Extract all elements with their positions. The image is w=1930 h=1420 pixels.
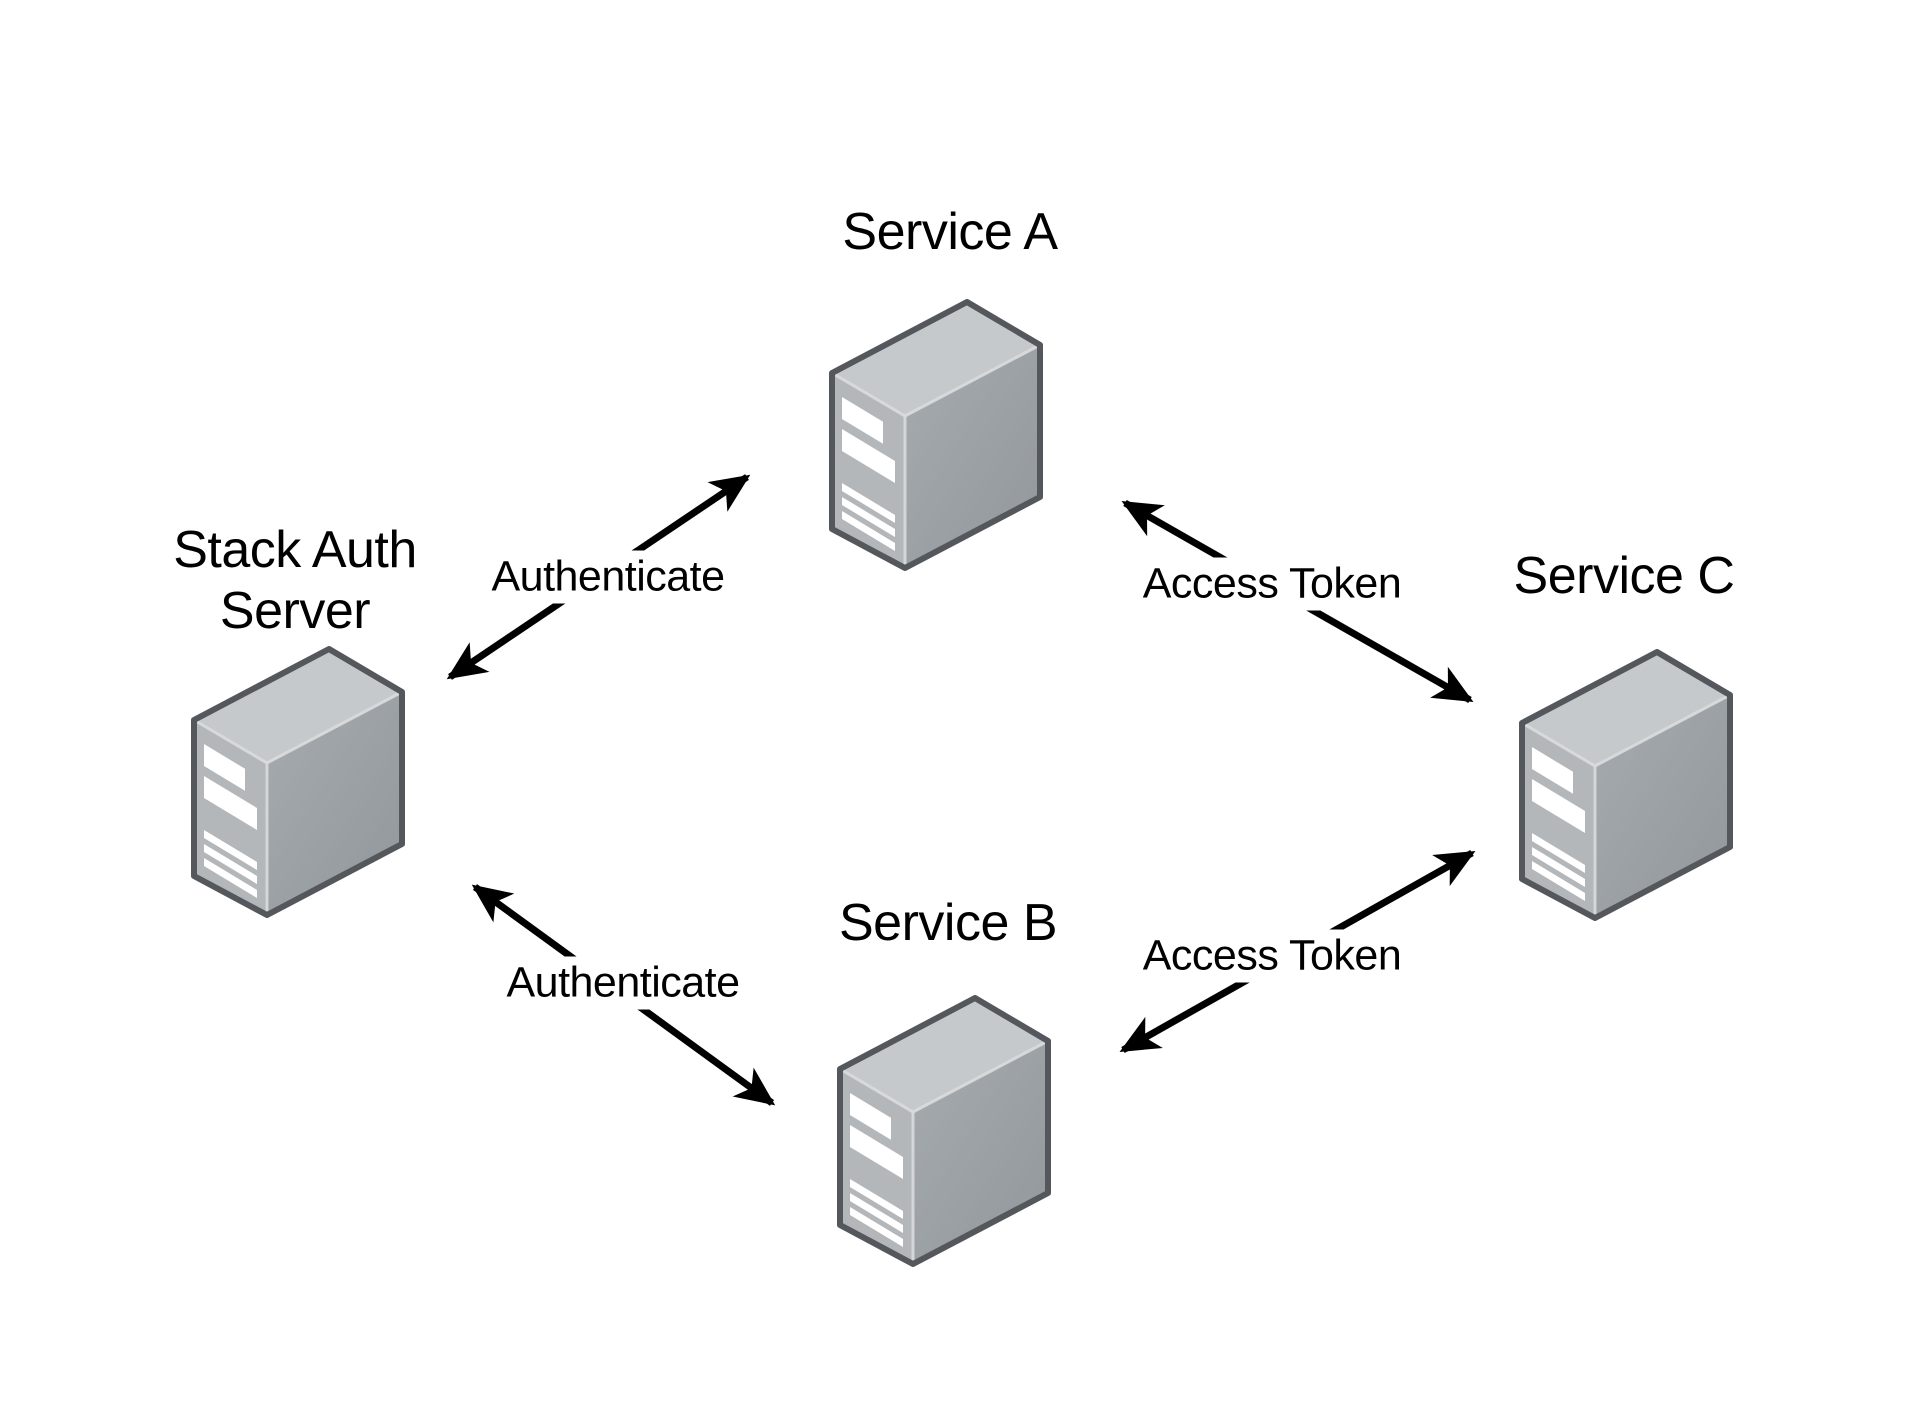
- node-label-stack-auth-server: Stack Auth Server: [173, 521, 417, 641]
- node-label-service-c: Service C: [1513, 547, 1735, 605]
- server-icon: [194, 649, 402, 915]
- server-icon: [832, 302, 1040, 568]
- node-label-service-b: Service B: [838, 894, 1058, 952]
- edge-label-authenticate-service-b: Authenticate: [496, 956, 750, 1010]
- edge-label-access-token-service-b: Access Token: [1132, 929, 1412, 983]
- node-label-service-a: Service A: [842, 203, 1058, 261]
- edge-label-access-token-service-a: Access Token: [1132, 557, 1412, 611]
- server-icon: [840, 998, 1048, 1264]
- edge-label-authenticate-service-a: Authenticate: [481, 550, 735, 604]
- server-icon: [1522, 652, 1730, 918]
